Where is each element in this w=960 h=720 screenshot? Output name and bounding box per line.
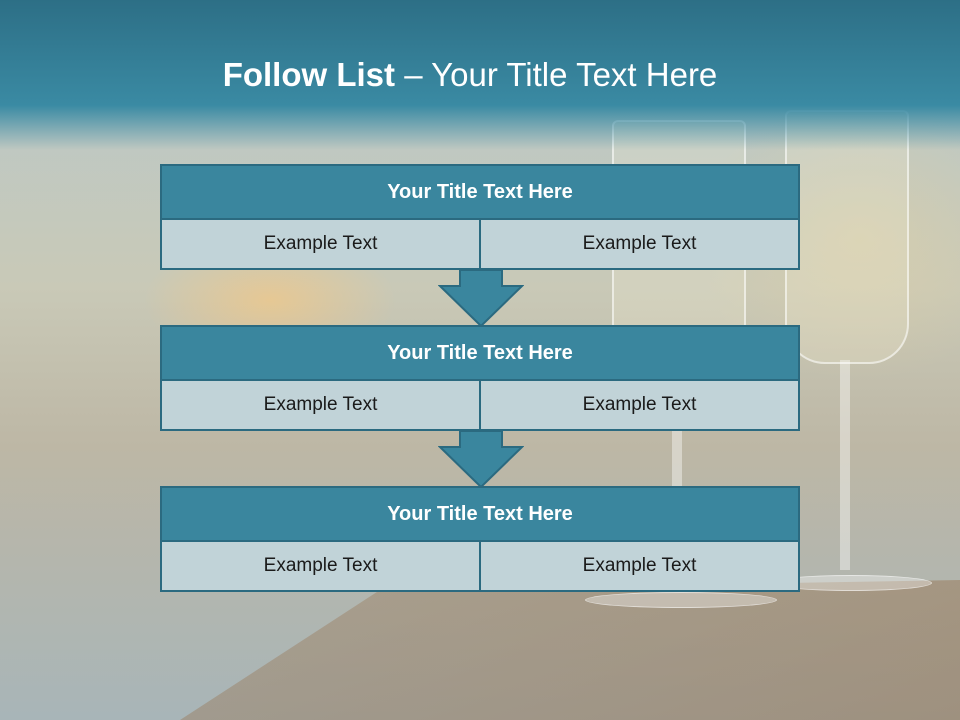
step-title-1: Your Title Text Here [160,164,800,220]
title-bold: Follow List [222,56,396,93]
step-2-cell-left: Example Text [160,381,481,431]
step-box-2: Your Title Text Here Example Text Exampl… [160,325,800,431]
page-title: Follow List – Your Title Text Here [0,56,940,94]
step-2-cell-right: Example Text [479,381,800,431]
title-rest: – Your Title Text Here [395,56,718,93]
step-1-cell-left: Example Text [160,220,481,270]
down-arrow-icon-2 [438,431,524,489]
step-box-3: Your Title Text Here Example Text Exampl… [160,486,800,592]
step-cells-1: Example Text Example Text [160,220,800,270]
step-1-cell-right: Example Text [479,220,800,270]
step-box-1: Your Title Text Here Example Text Exampl… [160,164,800,270]
header-band [0,0,960,150]
step-3-cell-left: Example Text [160,542,481,592]
glass-left-base [585,592,777,608]
glass-right-stem [840,360,850,570]
glass-left-stem [672,360,682,510]
glass-right-image [785,110,909,364]
step-title-2: Your Title Text Here [160,325,800,381]
step-cells-3: Example Text Example Text [160,542,800,592]
step-cells-2: Example Text Example Text [160,381,800,431]
down-arrow-icon-1 [438,270,524,328]
step-3-cell-right: Example Text [479,542,800,592]
step-title-3: Your Title Text Here [160,486,800,542]
